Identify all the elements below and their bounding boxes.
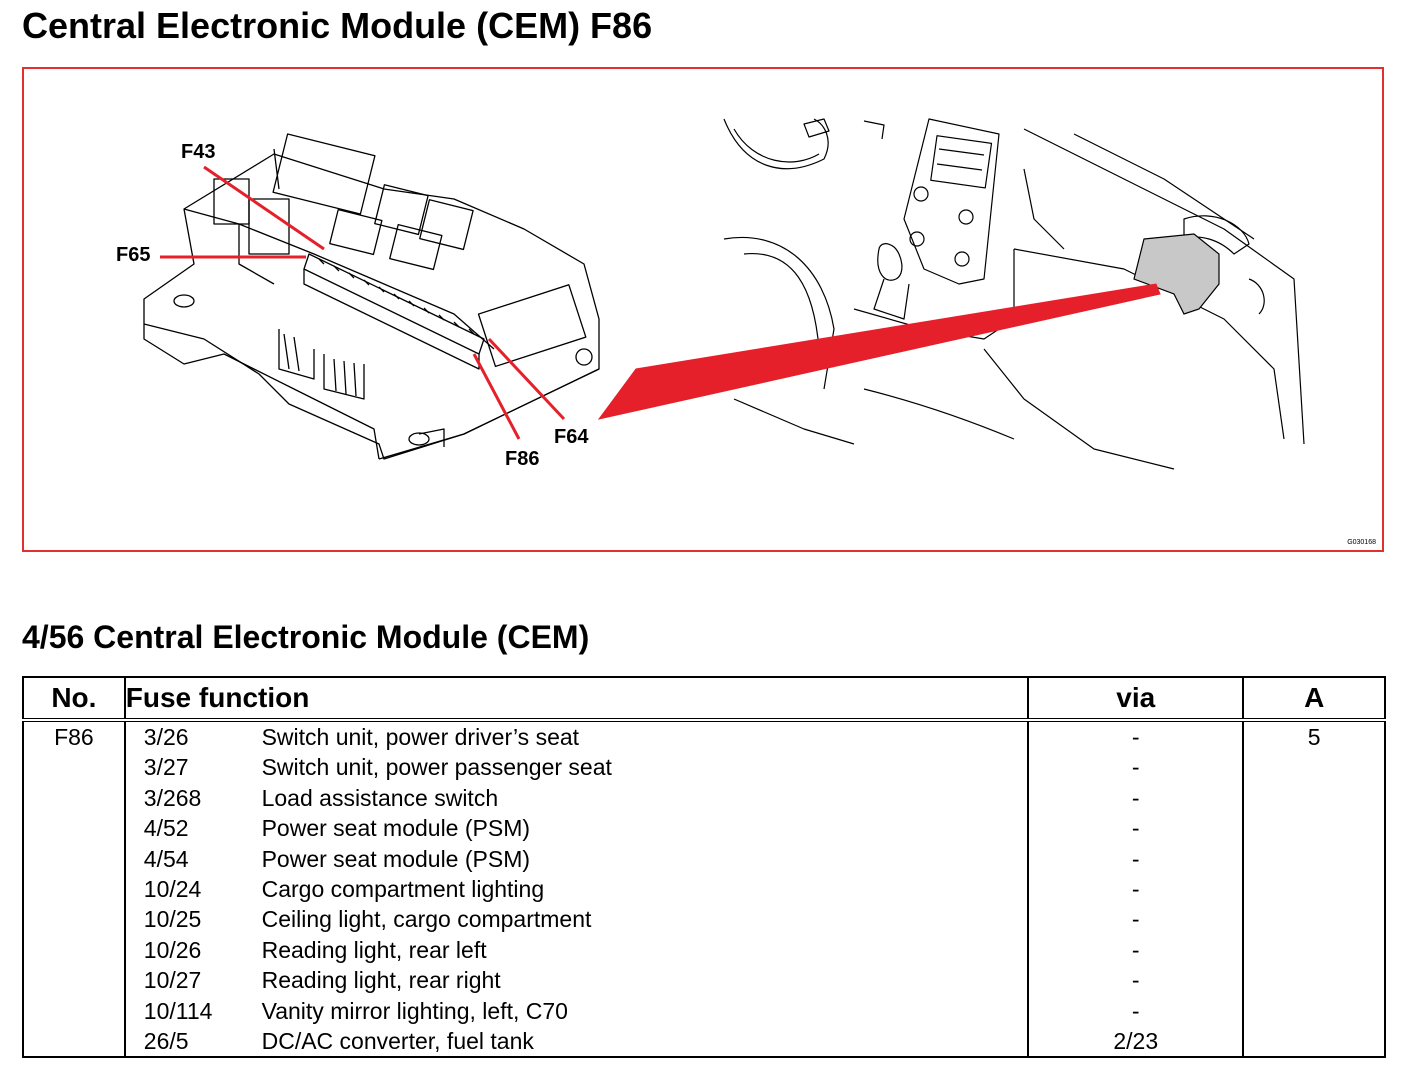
fuse-number: [22, 874, 126, 905]
component-description: Vanity mirror lighting, left, C70: [261, 995, 1030, 1027]
via-value: 2/23: [1027, 1026, 1245, 1059]
callout-f64: F64: [554, 426, 589, 448]
component-description: Power seat module (PSM): [261, 843, 1030, 875]
fuse-number: F86: [22, 720, 126, 753]
via-value: -: [1027, 874, 1245, 905]
callout-f43: F43: [181, 141, 216, 163]
fuse-number: [22, 782, 126, 814]
component-code: 3/268: [123, 782, 262, 814]
via-value: -: [1027, 904, 1245, 935]
amperage: [1242, 995, 1386, 1027]
component-description: Switch unit, power driver’s seat: [261, 720, 1030, 753]
leader-f43: [203, 165, 325, 251]
fuse-location-diagram: [143, 118, 1305, 470]
figure-code: G030168: [1347, 539, 1376, 546]
section-title: 4/56 Central Electronic Module (CEM): [22, 619, 590, 655]
amperage: [1242, 904, 1386, 935]
amperage: [1242, 934, 1386, 966]
leader-f64: [487, 337, 566, 421]
cem-module-base: [143, 324, 380, 460]
header-fuse-function: Fuse function: [123, 676, 1030, 722]
via-value: -: [1027, 720, 1245, 753]
amperage: [1242, 965, 1386, 996]
component-description: Switch unit, power passenger seat: [261, 752, 1030, 783]
component-description: DC/AC converter, fuel tank: [261, 1026, 1030, 1059]
fuse-row: [303, 253, 485, 355]
component-description: Load assistance switch: [261, 782, 1030, 814]
component-code: 4/54: [123, 843, 262, 875]
component-code: 4/52: [123, 813, 262, 844]
dashboard-panel: [903, 118, 1000, 285]
header-no: No.: [22, 676, 126, 722]
component-code: 10/27: [123, 965, 262, 996]
page-title: Central Electronic Module (CEM) F86: [22, 5, 653, 46]
fuse-number: [22, 843, 126, 875]
location-pointer: [597, 283, 1161, 420]
fuse-number: [22, 934, 126, 966]
component-description: Cargo compartment lighting: [261, 874, 1030, 905]
fuse-number: [22, 752, 126, 783]
leader-f86: [472, 353, 521, 440]
via-value: -: [1027, 752, 1245, 783]
component-code: 26/5: [123, 1026, 262, 1059]
component-description: Reading light, rear left: [261, 934, 1030, 966]
via-value: -: [1027, 934, 1245, 966]
fuse-number: [22, 904, 126, 935]
component-description: Reading light, rear right: [261, 965, 1030, 996]
steering-wheel: [723, 118, 829, 170]
amperage: [1242, 874, 1386, 905]
component-code: 10/114: [123, 995, 262, 1027]
component-description: Power seat module (PSM): [261, 813, 1030, 844]
component-description: Ceiling light, cargo compartment: [261, 904, 1030, 935]
amperage: [1242, 782, 1386, 814]
via-value: -: [1027, 965, 1245, 996]
component-code: 10/25: [123, 904, 262, 935]
cem-module-body: [143, 153, 600, 460]
callout-f86: F86: [505, 448, 540, 470]
amperage: [1242, 752, 1386, 783]
callout-f65: F65: [116, 244, 151, 266]
via-value: -: [1027, 843, 1245, 875]
fuse-number: [22, 1026, 126, 1059]
component-code: 10/24: [123, 874, 262, 905]
amperage: 5: [1242, 720, 1386, 753]
component-code: 3/26: [123, 720, 262, 753]
header-amp: A: [1242, 676, 1386, 722]
component-code: 10/26: [123, 934, 262, 966]
fuse-number: [22, 965, 126, 996]
header-via: via: [1027, 676, 1245, 722]
component-code: 3/27: [123, 752, 262, 783]
table-header-row: No. Fuse function via A: [22, 676, 1386, 722]
amperage: [1242, 843, 1386, 875]
amperage: [1242, 1026, 1386, 1059]
gear-shifter: [877, 243, 903, 281]
glovebox-area: [1013, 248, 1285, 440]
via-value: -: [1027, 782, 1245, 814]
fuse-number: [22, 995, 126, 1027]
cem-location-highlight: [1133, 233, 1220, 315]
fuse-number: [22, 813, 126, 844]
via-value: -: [1027, 995, 1245, 1027]
via-value: -: [1027, 813, 1245, 844]
figure-frame: F43 F65 F64 F86 G030168: [22, 67, 1384, 552]
amperage: [1242, 813, 1386, 844]
